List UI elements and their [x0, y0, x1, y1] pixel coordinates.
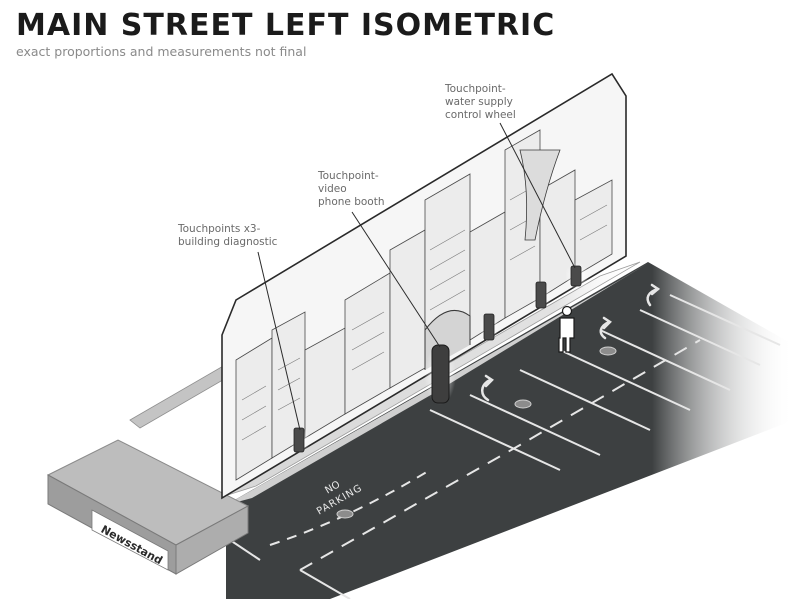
kiosk-video-phone-booth[interactable]	[424, 344, 456, 405]
road-surface	[226, 262, 794, 599]
kiosk-water-wheel[interactable]	[565, 262, 589, 290]
lane-markings	[229, 294, 781, 599]
kiosk-building-diagnostic-3[interactable]	[531, 281, 551, 310]
manhole-covers	[336, 346, 617, 519]
callout-line: Touchpoints x3-	[178, 223, 261, 235]
callout-line: water supply	[445, 96, 513, 108]
side-ramp	[129, 364, 229, 429]
street-arrows	[481, 283, 661, 402]
kiosk-building-diagnostic[interactable]	[290, 426, 310, 454]
newsstand-block	[46, 439, 250, 575]
callout-line: phone booth	[318, 196, 385, 208]
page-title: MAIN STREET LEFT ISOMETRIC	[16, 8, 556, 43]
callout-line: control wheel	[445, 109, 516, 121]
kiosk-building-diagnostic-2[interactable]	[479, 313, 499, 341]
callout-line: Touchpoint-	[445, 83, 506, 95]
callout-water-supply-wheel: Touchpoint- water supply control wheel	[445, 83, 516, 122]
callout-line: Touchpoint-	[318, 170, 379, 182]
leader-lines	[257, 122, 576, 431]
callout-line: building diagnostic	[178, 236, 278, 248]
tree-structure	[519, 149, 561, 241]
callout-video-phone-booth: Touchpoint- video phone booth	[318, 170, 384, 209]
page-subtitle: exact proportions and measurements not f…	[16, 44, 307, 59]
callout-line: video	[318, 183, 347, 195]
callout-building-diagnostic: Touchpoints x3- building diagnostic	[178, 223, 277, 249]
human-figure	[558, 305, 575, 353]
